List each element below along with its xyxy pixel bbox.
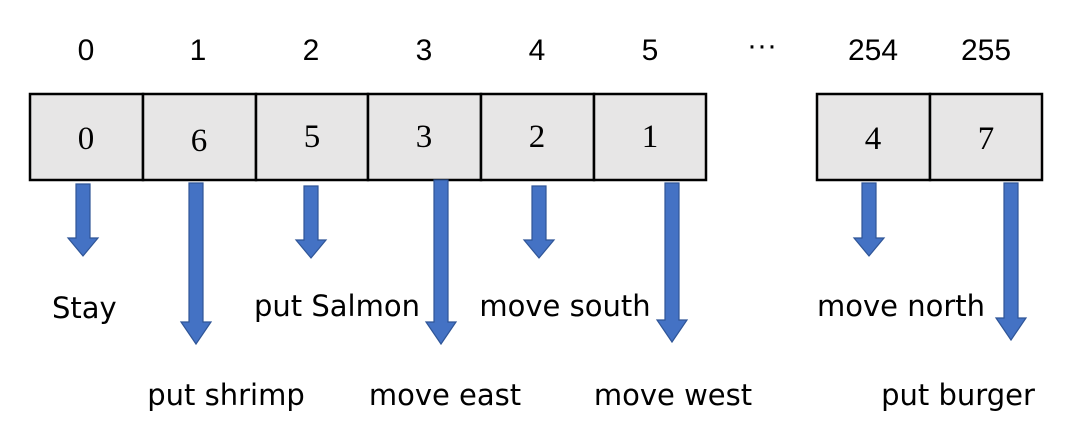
down-arrow-icon — [522, 185, 556, 259]
table-cell — [28, 92, 145, 182]
down-arrow-icon — [852, 182, 886, 257]
down-arrow-icon — [994, 182, 1028, 342]
index-label: 255 — [961, 34, 1011, 67]
action-label: move west — [594, 378, 752, 412]
cell-value: 3 — [416, 119, 433, 155]
index-label: 3 — [416, 34, 433, 67]
index-label: 1 — [190, 34, 207, 67]
table-cell — [479, 92, 596, 182]
down-arrow-icon — [179, 182, 213, 346]
cell-value: 1 — [642, 119, 659, 155]
index-label: 5 — [642, 34, 659, 67]
table-cell — [815, 92, 932, 182]
table-cell — [928, 92, 1044, 182]
cell-value: 7 — [978, 121, 995, 157]
ellipsis-label: ··· — [747, 29, 777, 62]
index-label: 0 — [78, 34, 95, 67]
down-arrow-icon — [66, 183, 100, 257]
action-label: put Salmon — [254, 289, 420, 323]
index-label: 4 — [529, 34, 546, 67]
action-label: put burger — [881, 378, 1035, 412]
cell-value: 6 — [191, 123, 208, 159]
down-arrow-icon — [294, 185, 328, 259]
cell-value: 0 — [78, 121, 95, 157]
action-label: move east — [369, 378, 521, 412]
down-arrow-icon — [424, 179, 458, 346]
index-label: 254 — [848, 34, 898, 67]
cell-value: 2 — [529, 119, 546, 155]
table-cell — [592, 92, 708, 182]
cell-value: 4 — [865, 121, 882, 157]
table-cell — [141, 92, 258, 182]
index-label: 2 — [303, 34, 320, 67]
table-cell — [254, 92, 370, 182]
action-label: Stay — [52, 291, 117, 325]
action-label: move south — [479, 289, 650, 323]
cell-value: 5 — [304, 119, 321, 155]
action-label: put shrimp — [147, 378, 305, 412]
down-arrow-icon — [655, 182, 689, 344]
action-label: move north — [817, 289, 985, 323]
